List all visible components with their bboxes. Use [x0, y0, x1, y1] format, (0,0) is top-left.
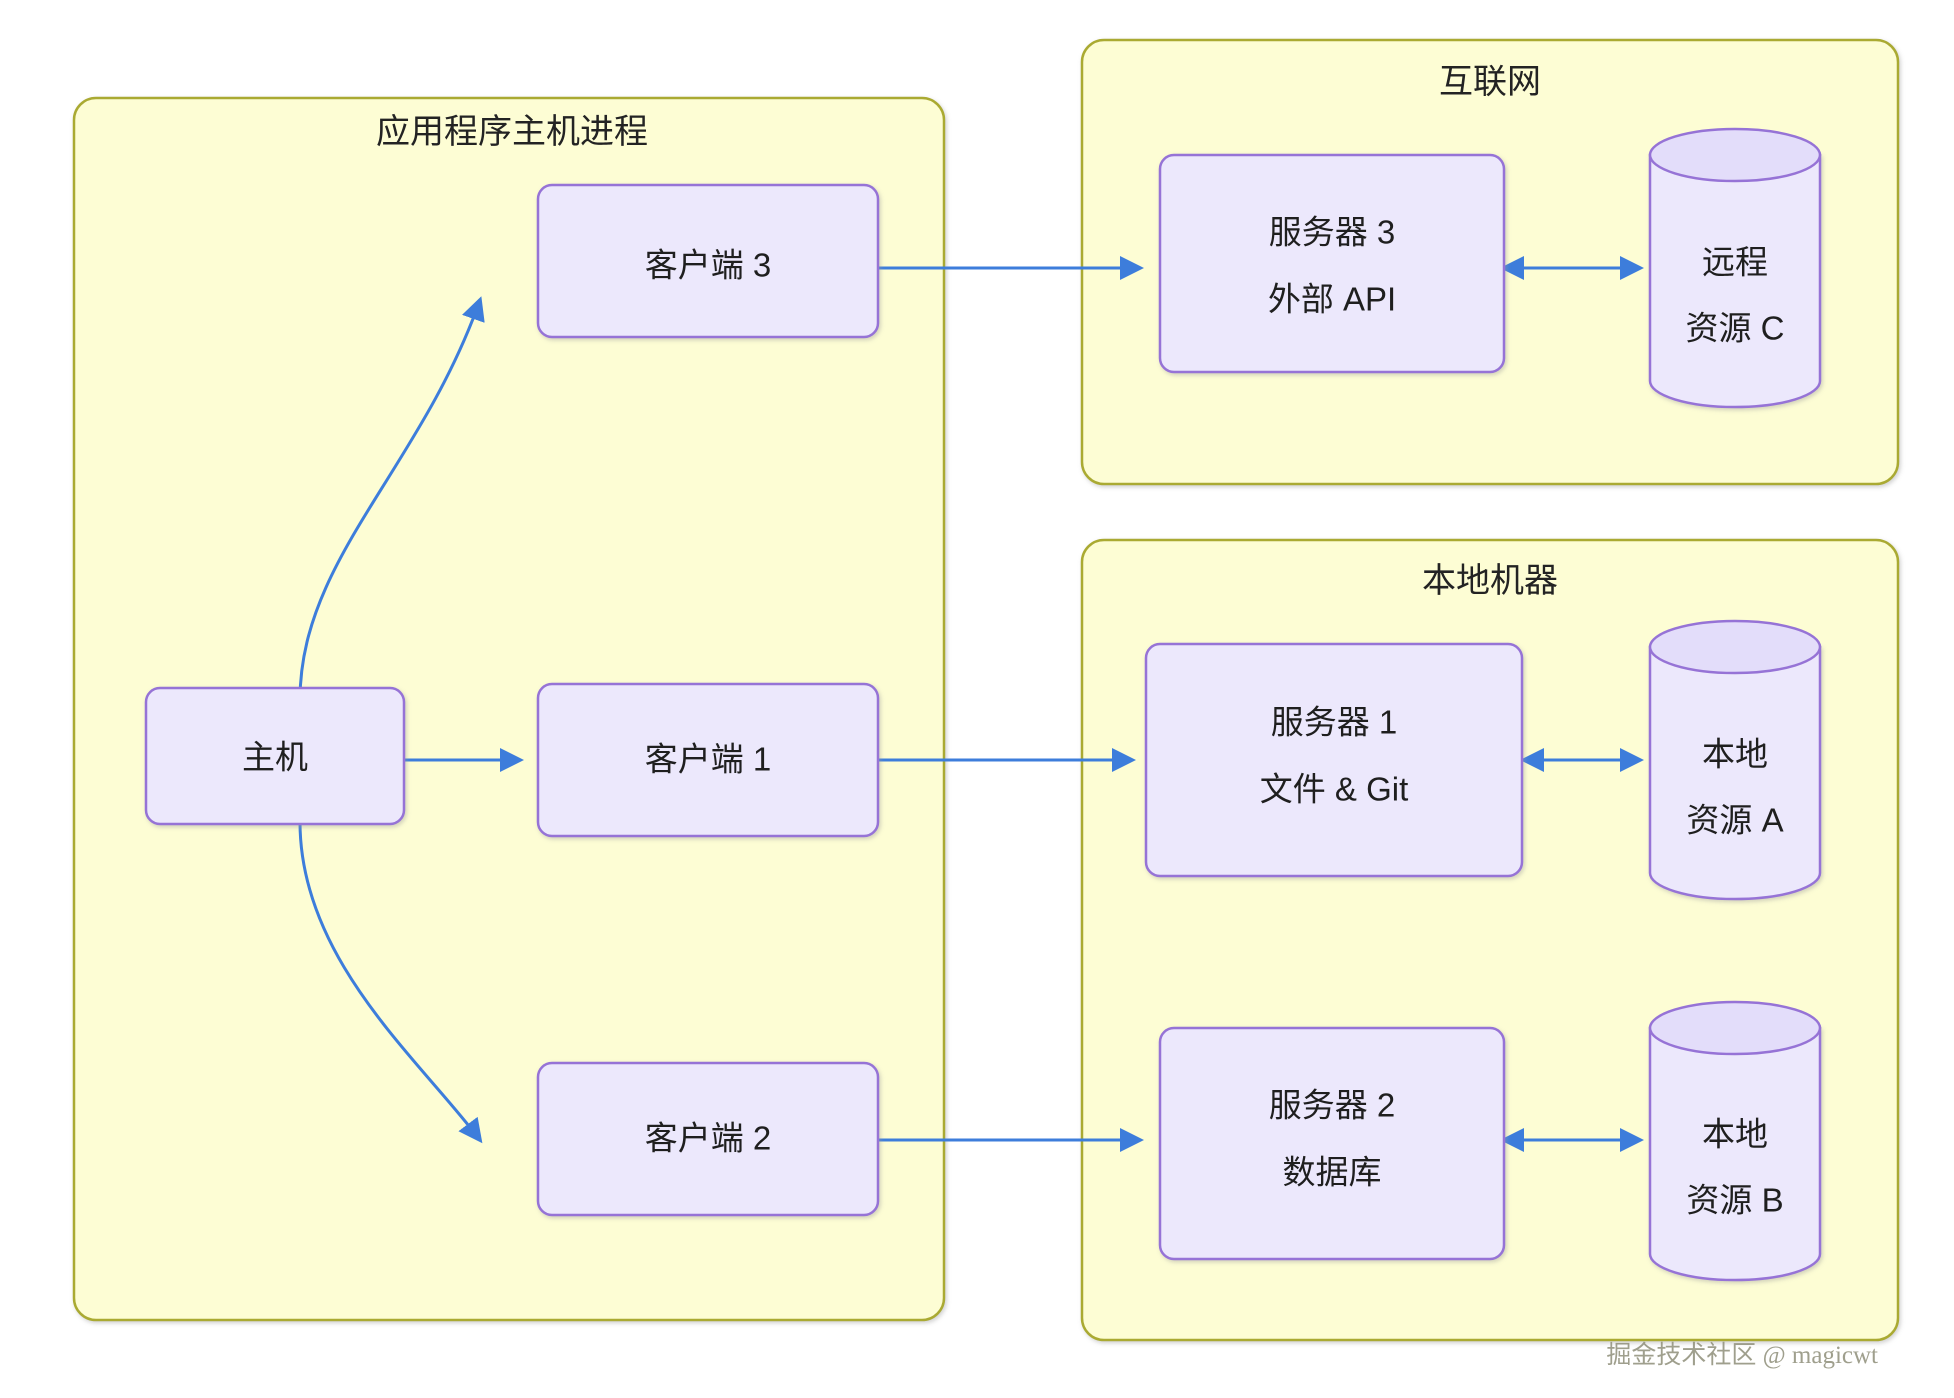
node-resource-c[interactable]: 远程 资源 C	[1648, 127, 1822, 409]
node-host-label: 主机	[242, 739, 308, 776]
node-resource-c-cylinder-body[interactable]	[1648, 153, 1822, 409]
node-resource-a-label-line-1: 本地	[1702, 736, 1768, 773]
group-app-host-process-box	[72, 96, 946, 1322]
node-server-1-label-line-1: 服务器 1	[1271, 704, 1398, 741]
node-client-3[interactable]: 客户端 3	[536, 183, 880, 339]
group-app-host-process-title: 应用程序主机进程	[376, 113, 648, 151]
edge-host-to-client-2	[298, 821, 483, 1144]
node-resource-b[interactable]: 本地 资源 B	[1648, 1000, 1822, 1282]
node-server-1-label-line-2: 文件 & Git	[1260, 771, 1409, 808]
node-server-2[interactable]: 服务器 2 数据库	[1158, 1026, 1506, 1261]
node-host-box[interactable]	[144, 686, 406, 826]
node-server-2-box[interactable]	[1158, 1026, 1506, 1261]
node-server-1[interactable]: 服务器 1 文件 & Git	[1144, 642, 1524, 878]
node-server-2-label-line-2: 数据库	[1283, 1154, 1382, 1191]
node-server-2-label-line-1: 服务器 2	[1269, 1087, 1396, 1124]
watermark: 掘金技术社区 @ magicwt	[1606, 1341, 1878, 1369]
node-resource-c-label-line-1: 远程	[1702, 244, 1768, 281]
node-resource-a-label-line-2: 资源 A	[1686, 802, 1783, 839]
node-client-3-box[interactable]	[536, 183, 880, 339]
node-resource-b-label-line-1: 本地	[1702, 1116, 1768, 1153]
group-internet-title: 互联网	[1439, 63, 1541, 101]
node-resource-c-cylinder-top	[1648, 127, 1822, 183]
node-client-1[interactable]: 客户端 1	[536, 682, 880, 838]
node-client-2[interactable]: 客户端 2	[536, 1061, 880, 1217]
node-resource-b-label-line-2: 资源 B	[1686, 1182, 1783, 1219]
node-client-2-box[interactable]	[536, 1061, 880, 1217]
node-client-2-label: 客户端 2	[645, 1120, 772, 1157]
node-resource-a-cylinder-top	[1648, 619, 1822, 675]
group-local-machine-title: 本地机器	[1422, 562, 1558, 600]
node-resource-c-label-line-2: 资源 C	[1686, 310, 1785, 347]
node-server-3-label-line-1: 服务器 3	[1269, 214, 1396, 251]
node-client-3-label: 客户端 3	[645, 247, 772, 284]
node-server-1-box[interactable]	[1144, 642, 1524, 878]
node-server-3-label-line-2: 外部 API	[1268, 281, 1396, 318]
node-client-1-box[interactable]	[536, 682, 880, 838]
node-resource-b-cylinder-top	[1648, 1000, 1822, 1056]
node-server-3-box[interactable]	[1158, 153, 1506, 374]
node-resource-a[interactable]: 本地 资源 A	[1648, 619, 1822, 901]
node-resource-a-cylinder-body[interactable]	[1648, 645, 1822, 901]
group-app-host-process: 应用程序主机进程	[72, 96, 946, 1322]
node-server-3[interactable]: 服务器 3 外部 API	[1158, 153, 1506, 374]
node-resource-b-cylinder-body[interactable]	[1648, 1026, 1822, 1282]
node-client-1-label: 客户端 1	[645, 741, 772, 778]
edge-host-to-client-3	[298, 296, 485, 701]
node-host[interactable]: 主机	[144, 686, 406, 826]
